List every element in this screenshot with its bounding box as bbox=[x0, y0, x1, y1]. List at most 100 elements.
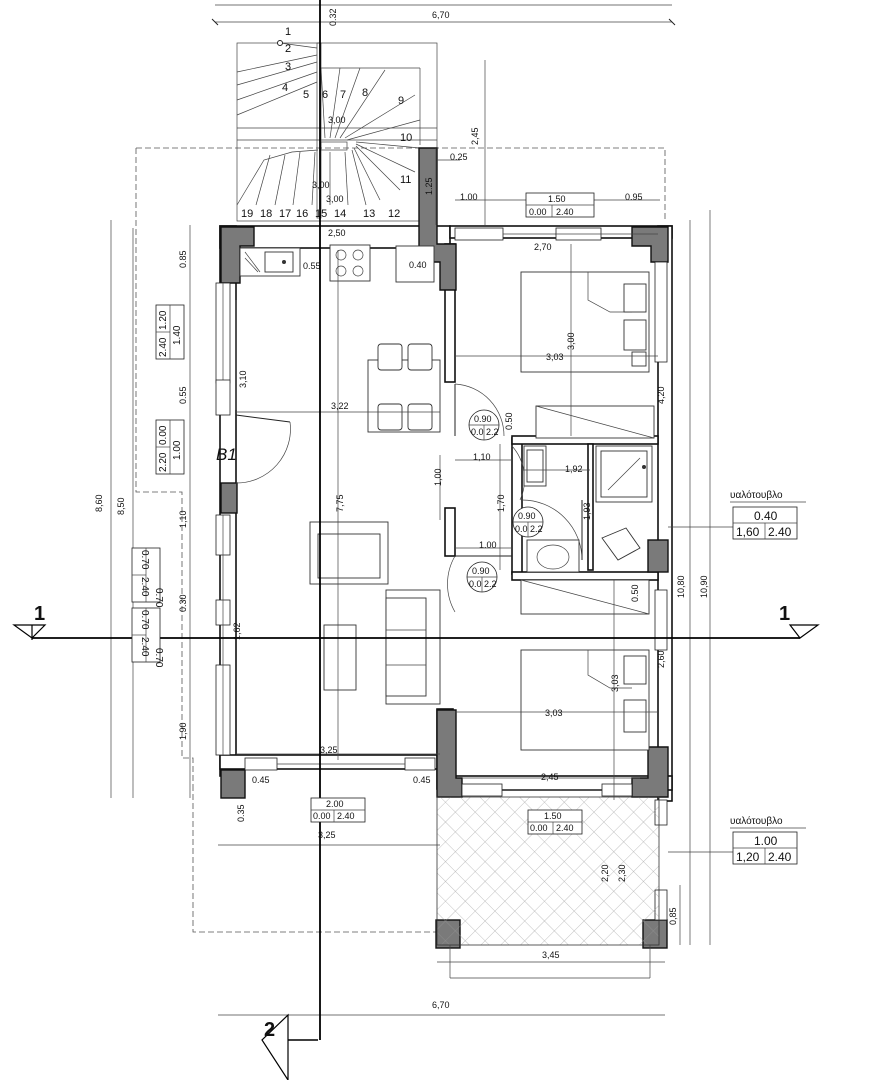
dim-245: 2,45 bbox=[470, 127, 480, 145]
dim-193: 1,93 bbox=[582, 502, 592, 520]
window-tag-bedroom-size: 1.50 bbox=[544, 811, 562, 821]
dim-245b: 2,45 bbox=[541, 772, 559, 782]
dim-stair-300a: 3,00 bbox=[328, 115, 346, 125]
glass-tag-2-size: 1.00 bbox=[754, 834, 778, 848]
staircase: 1 2 3 4 5 6 7 8 9 10 11 12 13 14 15 16 1… bbox=[236, 26, 438, 222]
dim-045a: 0.45 bbox=[252, 775, 270, 785]
stair-step-8: 8 bbox=[362, 87, 368, 99]
dim-125: 1.25 bbox=[424, 177, 434, 195]
glass-tag-1-sill: 1,60 bbox=[736, 525, 760, 539]
dim-850: 8,50 bbox=[116, 497, 126, 515]
dim-345: 3,45 bbox=[542, 950, 560, 960]
stair-step-18: 18 bbox=[260, 208, 272, 220]
glass-tag-2-caption: υαλότουβλο bbox=[730, 815, 783, 827]
dim-190: 1,90 bbox=[178, 722, 188, 740]
section-marker-2: 2 bbox=[264, 1019, 275, 1041]
door-tag-3: 0.90 0.0 2.2 bbox=[466, 561, 498, 593]
stair-step-3: 3 bbox=[285, 61, 291, 73]
vertical-tag-4-head: 2.40 bbox=[139, 637, 150, 657]
dim-055b: 0.55 bbox=[178, 386, 188, 404]
dim-kitchen-250: 2,50 bbox=[328, 228, 346, 238]
stair-step-6: 6 bbox=[322, 89, 328, 101]
door-tag-3-width: 0.90 bbox=[472, 566, 490, 576]
stair-step-9: 9 bbox=[398, 95, 404, 107]
dim-230: 2,30 bbox=[617, 864, 627, 882]
stair-step-15: 15 bbox=[315, 208, 327, 220]
exterior-dimensions bbox=[110, 60, 711, 1016]
dim-192: 1,92 bbox=[565, 464, 583, 474]
glass-tag-1-head: 2.40 bbox=[768, 525, 792, 539]
window-tag-top-size: 1.50 bbox=[548, 194, 566, 204]
glass-tag-1: υαλότουβλο 0.40 1,60 2.40 bbox=[668, 489, 806, 540]
window-tag-top-head: 2.40 bbox=[556, 207, 574, 217]
door-tag-1-sill: 0.0 bbox=[471, 427, 484, 437]
vertical-tag-4: 0.70 0.70 2.40 bbox=[131, 607, 164, 668]
dim-035: 0.35 bbox=[236, 804, 246, 822]
overall-width-top: 6,70 bbox=[432, 10, 450, 20]
kitchen: 0.55 0.40 2,50 bbox=[239, 228, 435, 283]
dim-045b: 0.45 bbox=[413, 775, 431, 785]
dim-095: 0.95 bbox=[625, 192, 643, 202]
dim-100a: 1.00 bbox=[460, 192, 478, 202]
stair-step-16: 16 bbox=[296, 208, 308, 220]
dim-303a: 3,03 bbox=[546, 352, 564, 362]
stair-step-5: 5 bbox=[303, 89, 309, 101]
dim-050b: 0.50 bbox=[630, 584, 640, 602]
dim-420: 4,20 bbox=[656, 386, 666, 404]
doors bbox=[235, 383, 583, 613]
stair-step-11: 11 bbox=[400, 174, 411, 186]
top-dimensions: 6,70 0.32 bbox=[211, 4, 676, 26]
bedroom-2 bbox=[520, 579, 650, 751]
glass-tag-1-size: 0.40 bbox=[754, 509, 778, 523]
dim-overall-bottom: 6,70 bbox=[432, 1000, 450, 1010]
window-tag-living-sill: 0.00 bbox=[313, 811, 331, 821]
window-tag-living-size: 2.00 bbox=[326, 799, 344, 809]
vertical-tag-2-sill: 0.00 bbox=[158, 425, 169, 445]
glass-tag-1-caption: υαλότουβλο bbox=[730, 489, 783, 501]
vertical-tag-3: 0.70 0.70 2.40 bbox=[131, 547, 164, 608]
door-tag-1-width: 0.90 bbox=[474, 414, 492, 424]
door-tag-3-sill: 0.0 bbox=[469, 579, 482, 589]
dim-085b: 0,85 bbox=[668, 907, 678, 925]
stair-step-13: 13 bbox=[363, 208, 375, 220]
interior-dimensions bbox=[235, 233, 658, 800]
dim-030: 0.30 bbox=[178, 594, 188, 612]
dim-kitchen-040: 0.40 bbox=[409, 260, 427, 270]
vertical-tag-3-width: 0.70 bbox=[153, 588, 164, 608]
window-tag-living-head: 2.40 bbox=[337, 811, 355, 821]
stair-step-2: 2 bbox=[285, 43, 291, 55]
window-tag-top-sill: 0.00 bbox=[529, 207, 547, 217]
dim-270: 2,70 bbox=[534, 242, 552, 252]
window-tag-top: 1.50 0.00 2.40 bbox=[525, 192, 595, 218]
vertical-tag-2: 1.00 0.00 2.20 bbox=[155, 419, 185, 475]
door-tag-2-head: 2.2 bbox=[530, 524, 543, 534]
window-tag-bedroom-sill: 0.00 bbox=[530, 823, 548, 833]
vertical-tag-4-sill: 0.70 bbox=[139, 610, 150, 630]
dim-100c: 1.00 bbox=[479, 540, 497, 550]
stair-step-4: 4 bbox=[282, 82, 288, 94]
dim-085a: 0.85 bbox=[178, 250, 188, 268]
dim-1090: 10,90 bbox=[699, 575, 709, 598]
dim-170: 1,70 bbox=[496, 494, 506, 512]
dim-860: 8,60 bbox=[94, 494, 104, 512]
glass-tag-2-sill: 1,20 bbox=[736, 850, 760, 864]
dim-775: 7,75 bbox=[335, 494, 345, 512]
stair-step-12: 12 bbox=[388, 208, 400, 220]
dim-322: 3,22 bbox=[331, 401, 349, 411]
door-tag-1: 0.90 0.0 2.2 bbox=[468, 409, 500, 441]
window-tag-bedroom: 1.50 0.00 2.40 bbox=[527, 809, 583, 835]
door-tag-3-head: 2.2 bbox=[484, 579, 497, 589]
vertical-tag-3-sill: 0.70 bbox=[139, 550, 150, 570]
dim-325a: 3,25 bbox=[320, 745, 338, 755]
stair-step-19: 19 bbox=[241, 208, 253, 220]
stair-step-17: 17 bbox=[279, 208, 291, 220]
dim-050a: 0.50 bbox=[504, 412, 514, 430]
room-label-b1: B1 bbox=[216, 445, 237, 464]
living-furniture bbox=[309, 521, 441, 705]
dim-325b: 3,25 bbox=[318, 830, 336, 840]
dim-kitchen-055: 0.55 bbox=[303, 261, 321, 271]
offset-dim-top: 0.32 bbox=[328, 8, 338, 26]
dim-100b: 1,00 bbox=[433, 468, 443, 486]
vertical-tag-1-width: 1.40 bbox=[172, 325, 183, 345]
